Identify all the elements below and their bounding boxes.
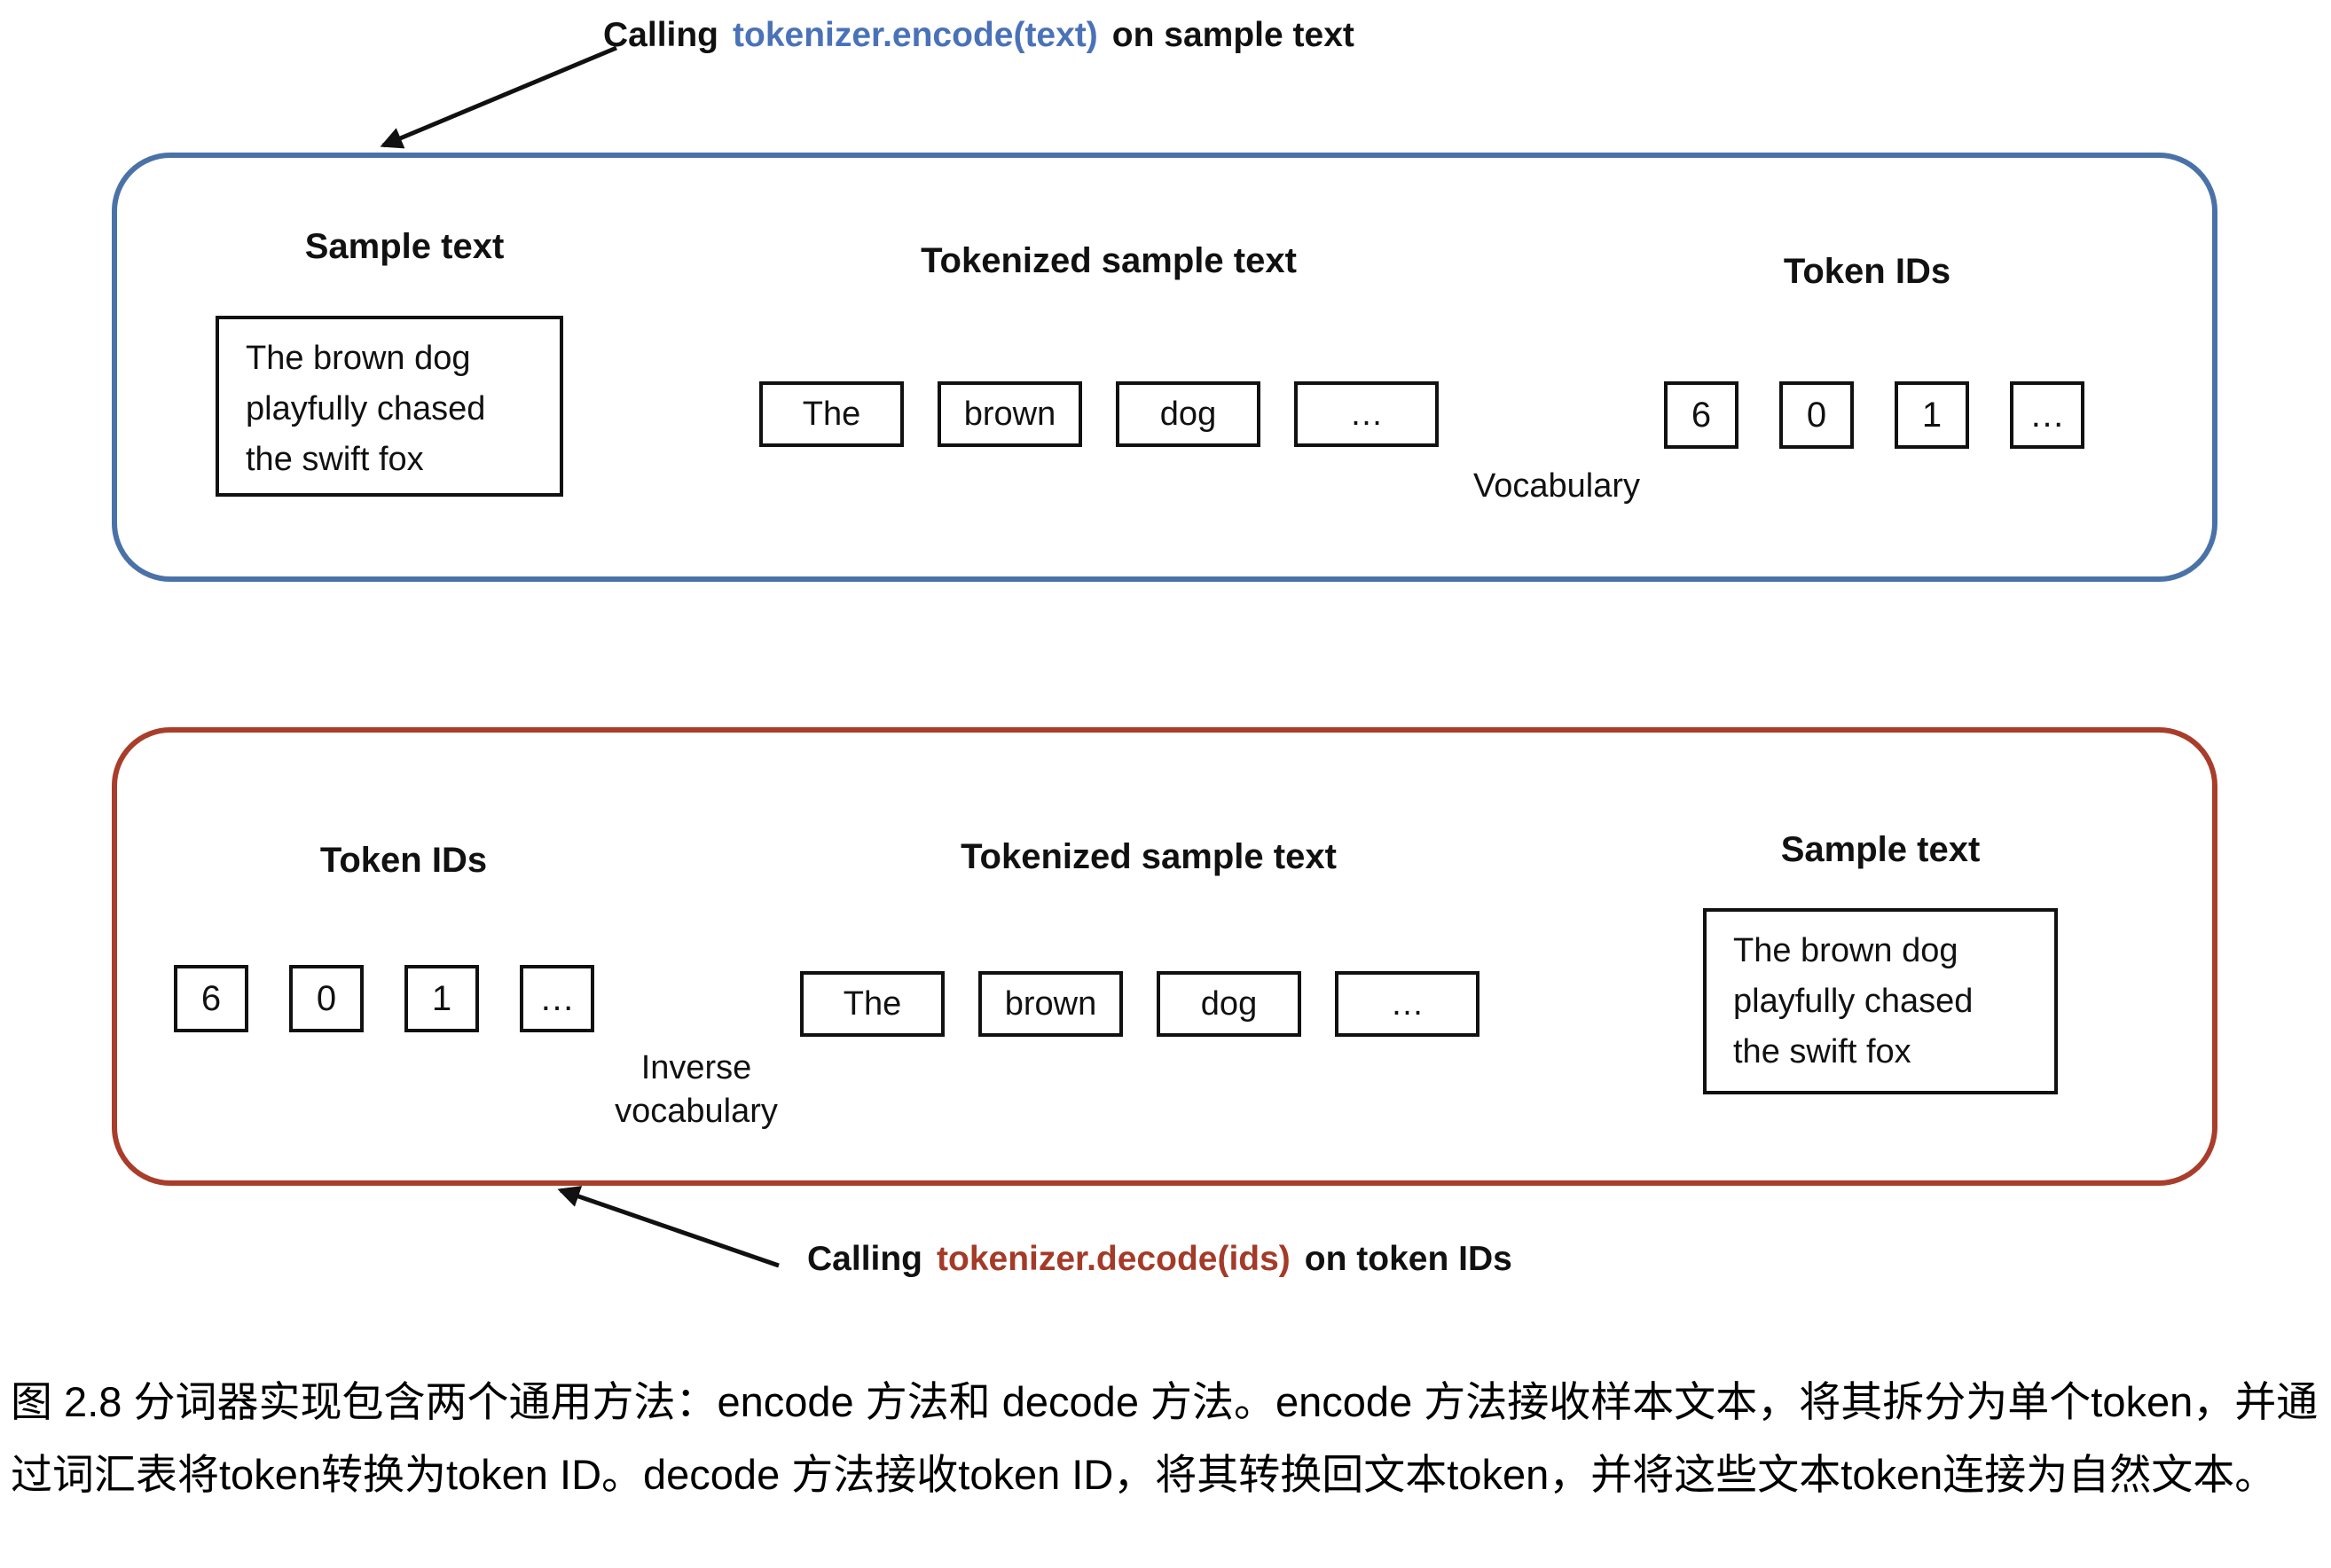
decode-sample-heading: Sample text xyxy=(1780,830,1981,869)
token-box: dog xyxy=(1157,971,1301,1037)
encode-annotation-suffix: on sample text xyxy=(1111,16,1354,54)
sample-text-line: the swift fox xyxy=(246,441,424,478)
encode-token-row: The brown dog … xyxy=(759,381,1439,447)
token-id-box: 6 xyxy=(174,965,248,1032)
token-id-box: … xyxy=(2010,381,2084,449)
inverse-vocabulary-label: Inverse vocabulary xyxy=(615,1049,778,1131)
token-box: dog xyxy=(1116,381,1260,447)
sample-text-line: playfully chased xyxy=(246,390,486,427)
decode-annotation: Calling tokenizer.decode(ids) on token I… xyxy=(807,1240,1512,1279)
encode-ids-heading: Token IDs xyxy=(1783,252,1951,291)
sample-text-line: The brown dog xyxy=(1733,932,1958,969)
token-box: … xyxy=(1294,381,1439,447)
token-id-box: 1 xyxy=(1895,381,1969,449)
decode-tokenized-heading: Tokenized sample text xyxy=(961,837,1337,876)
sample-text-line: playfully chased xyxy=(1733,983,1974,1020)
decode-ids-heading: Token IDs xyxy=(319,841,488,880)
decode-code-text: tokenizer.decode(ids) xyxy=(937,1240,1291,1278)
token-id-box: 1 xyxy=(404,965,479,1032)
vocabulary-label: Vocabulary xyxy=(1472,467,1640,505)
decode-id-row: 6 0 1 … xyxy=(174,965,594,1032)
decode-annotation-prefix: Calling xyxy=(807,1240,923,1278)
token-box: brown xyxy=(978,971,1123,1037)
encode-annotation-arrow-icon xyxy=(380,45,617,149)
encode-id-row: 6 0 1 … xyxy=(1664,381,2084,449)
encode-tokenized-heading: Tokenized sample text xyxy=(921,241,1297,280)
encode-annotation: Calling tokenizer.encode(text) on sample… xyxy=(603,16,1354,55)
decode-sample-text-box: The brown dog playfully chased the swift… xyxy=(1703,908,2058,1094)
token-box: The xyxy=(800,971,945,1037)
sample-text-line: The brown dog xyxy=(246,340,471,377)
token-id-box: 0 xyxy=(289,965,364,1032)
token-box: … xyxy=(1335,971,1479,1037)
decode-token-row: The brown dog … xyxy=(800,971,1479,1037)
encode-code-text: tokenizer.encode(text) xyxy=(733,16,1098,54)
token-box: brown xyxy=(938,381,1082,447)
token-id-box: 0 xyxy=(1779,381,1854,449)
figure-caption: 图 2.8 分词器实现包含两个通用方法：encode 方法和 decode 方法… xyxy=(11,1378,2319,1499)
encode-sample-heading: Sample text xyxy=(304,227,505,266)
token-box: The xyxy=(759,381,904,447)
encode-annotation-prefix: Calling xyxy=(603,16,719,54)
sample-text-line: the swift fox xyxy=(1733,1033,1911,1070)
token-id-box: 6 xyxy=(1664,381,1738,449)
token-id-box: … xyxy=(520,965,594,1032)
encode-sample-text-box: The brown dog playfully chased the swift… xyxy=(216,316,563,497)
decode-annotation-arrow-icon xyxy=(557,1186,780,1268)
decode-annotation-suffix: on token IDs xyxy=(1304,1240,1512,1278)
